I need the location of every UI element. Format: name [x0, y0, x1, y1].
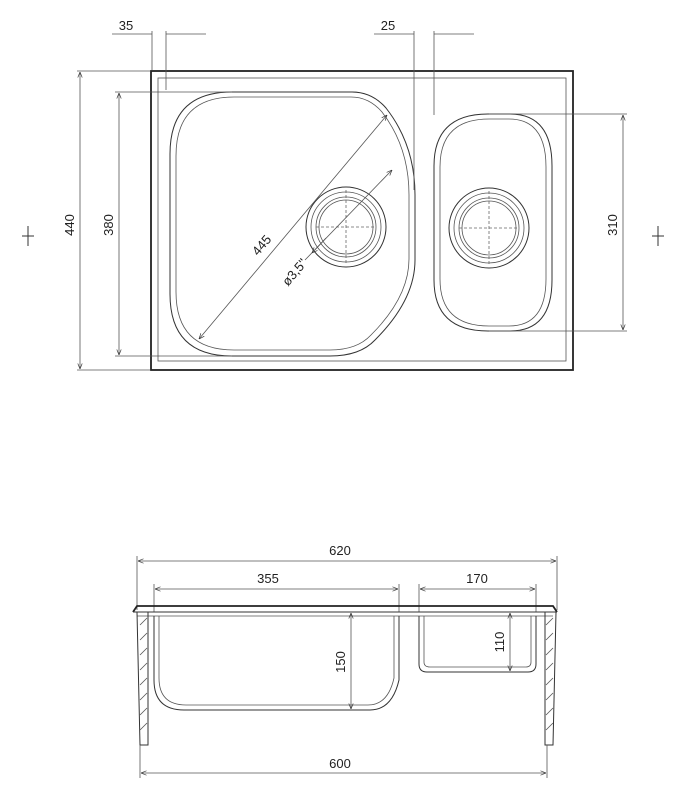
sink-inner-rim	[157, 77, 567, 362]
right-side-wall	[544, 611, 557, 746]
dim-310-label: 310	[605, 214, 620, 236]
top-view: 35 25 440 380 310 445 ø3,5"	[22, 18, 664, 371]
small-bowl-outline	[433, 113, 553, 332]
small-bowl-section	[418, 616, 537, 673]
section-marker-right	[652, 226, 664, 246]
dim-440-label: 440	[62, 214, 77, 236]
left-side-wall	[136, 611, 149, 746]
dim-355-label: 355	[257, 571, 279, 586]
drain-size-label: ø3,5"	[279, 255, 310, 288]
dim-600-label: 600	[329, 756, 351, 771]
main-drain	[305, 186, 387, 268]
section-rim	[132, 605, 558, 613]
main-bowl-section	[153, 616, 400, 711]
dim-150-label: 150	[333, 651, 348, 673]
small-drain	[448, 187, 530, 269]
sink-outer-rim	[150, 70, 574, 371]
dim-380-label: 380	[101, 214, 116, 236]
dim-170-label: 170	[466, 571, 488, 586]
section-marker-left	[22, 226, 34, 246]
dim-620-label: 620	[329, 543, 351, 558]
section-view: 620 355 170	[132, 543, 558, 778]
dim-25-label: 25	[381, 18, 395, 33]
dim-35-label: 35	[119, 18, 133, 33]
main-bowl-outline	[169, 91, 416, 357]
dim-110-label: 110	[492, 632, 507, 653]
